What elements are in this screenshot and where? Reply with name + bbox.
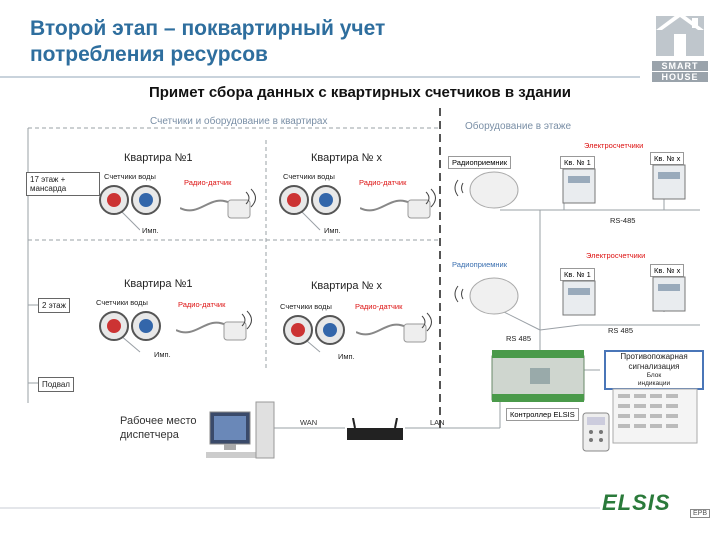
elsis-logo-sub: EPB — [689, 509, 710, 518]
rs485-label: RS-485 — [608, 216, 638, 225]
water-meters-label: Счетчики воды — [96, 298, 148, 307]
workstation-icon — [206, 401, 275, 459]
pulse-label: Имп. — [152, 350, 173, 359]
router-icon — [347, 418, 403, 440]
house-icon — [656, 12, 704, 56]
electric-meter-icon — [652, 164, 686, 200]
pulse-label: Имп. — [322, 226, 343, 235]
house-logo-text: HOUSE — [652, 71, 708, 82]
radio-sensor-icon — [356, 312, 432, 343]
floor-label-basement: Подвал — [38, 377, 74, 392]
fire-alarm-title-2: сигнализация — [628, 362, 680, 371]
water-meter-icon — [99, 185, 161, 215]
electric-meters-label: Электросчетчики — [584, 141, 644, 150]
title-line-1: Второй этап – поквартирный учет — [30, 17, 386, 40]
rs485-label: RS 485 — [606, 326, 636, 335]
controller-label: Контроллер ELSIS — [506, 408, 579, 421]
water-meters-label: Счетчики воды — [283, 172, 335, 181]
water-meter-icon — [283, 315, 345, 345]
dispatcher-label: Рабочее место диспетчера — [120, 414, 197, 442]
fire-alarm-unit-1: Блок — [646, 372, 662, 379]
apartment-1-top: Квартира №1 — [124, 152, 193, 164]
water-meter-icon — [279, 185, 341, 215]
radio-receiver-icon — [454, 277, 519, 315]
water-meters-label: Счетчики воды — [104, 172, 156, 181]
title-line-2: потребления ресурсов — [30, 43, 268, 66]
wan-label: WAN — [300, 418, 318, 427]
fire-alarm-unit-2: индикации — [637, 380, 671, 387]
water-meters-label: Счетчики воды — [280, 302, 332, 311]
title-underline — [0, 76, 640, 78]
radio-sensor-label: Радио-датчик — [355, 302, 403, 311]
radio-receiver-icon — [454, 171, 519, 209]
dispatcher-line-1: Рабочее место — [120, 415, 197, 427]
section-apartments: Счетчики и оборудование в квартирах — [150, 116, 328, 127]
fire-alarm-box: Противопожарная сигнализация Блок индика… — [604, 350, 704, 390]
electric-meters-label: Электросчетчики — [586, 251, 646, 260]
apartment-x-top: Квартира № х — [311, 152, 382, 164]
controller-icon — [491, 350, 585, 402]
water-meter-icon — [99, 311, 161, 341]
electric-meter-icon — [562, 168, 596, 204]
floor-label-second: 2 этаж — [38, 298, 70, 313]
radio-sensor-label: Радио-датчик — [359, 178, 407, 187]
rs485-label: RS 485 — [504, 334, 534, 343]
elsis-logo-text: ELSIS — [602, 490, 671, 515]
radio-sensor-icon — [176, 310, 252, 341]
radio-sensor-icon — [360, 188, 436, 219]
page-title: Второй этап – поквартирный учет потребле… — [30, 16, 385, 68]
elsis-logo: ELSIS EPB — [602, 490, 712, 518]
pulse-label: Имп. — [140, 226, 161, 235]
keypad-icon — [582, 412, 610, 452]
pulse-label: Имп. — [336, 352, 357, 361]
floor-label-top: 17 этаж + мансарда — [26, 172, 100, 196]
apartment-x-second: Квартира № х — [311, 280, 382, 292]
diagram-subtitle: Примет сбора данных с квартирных счетчик… — [148, 84, 572, 101]
indication-panel-icon — [612, 388, 698, 444]
section-floor-equipment: Оборудование в этаже — [465, 121, 572, 132]
radio-receiver-label: Радиоприемник — [448, 156, 512, 169]
fire-alarm-title-1: Противопожарная — [620, 352, 688, 361]
electric-meter-icon — [562, 280, 596, 316]
electric-meter-icon — [652, 276, 686, 312]
lan-label: LAN — [430, 418, 445, 427]
smart-logo-text: SMART — [652, 61, 708, 71]
apartment-1-second: Квартира №1 — [124, 278, 193, 290]
radio-sensor-label: Радио-датчик — [178, 300, 226, 309]
smart-house-logo: SMART HOUSE — [652, 8, 708, 82]
dispatcher-line-2: диспетчера — [120, 429, 179, 441]
radio-sensor-icon — [180, 188, 256, 219]
radio-sensor-label: Радио-датчик — [184, 178, 232, 187]
radio-receiver-label: Радиоприемник — [452, 260, 508, 269]
